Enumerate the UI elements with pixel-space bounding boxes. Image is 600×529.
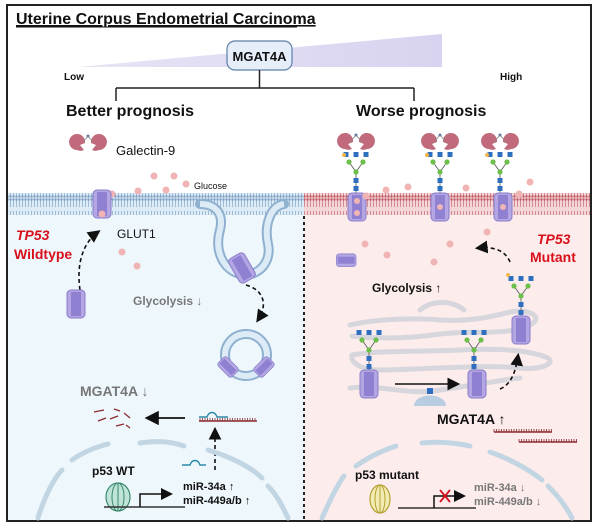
glycosylated-glut1-2	[425, 151, 453, 222]
mirna-icon	[182, 459, 206, 466]
better-prognosis-label: Better prognosis	[66, 103, 194, 120]
tp53-wildtype-gene: TP53	[16, 227, 50, 243]
left-nucleus-envelope	[35, 439, 291, 521]
p53-mutant-protein-icon	[369, 484, 391, 514]
mgat4a-gene-label: MGAT4A	[233, 49, 288, 64]
trafficked-glut1	[506, 273, 534, 345]
p53-mutant-label: p53 mutant	[355, 468, 419, 482]
right-nucleus-envelope	[319, 439, 575, 521]
glycosylated-glut1-3	[485, 151, 513, 222]
trafficking-arrow-to-membrane	[474, 240, 511, 263]
vesicle-glut1-icon-1	[336, 253, 357, 267]
golgi-exit-arrow	[499, 352, 523, 390]
worse-prognosis-label: Worse prognosis	[356, 103, 486, 120]
glut1-recycling-arrow	[78, 230, 101, 291]
p53-wt-label: p53 WT	[92, 464, 135, 478]
galectin-9-bound-2	[420, 132, 460, 151]
left-transcription-arrow	[139, 488, 173, 507]
right-mir449-label: miR-449a/b ↓	[474, 496, 541, 508]
cytoplasmic-glut1-icon	[66, 289, 86, 319]
left-mir34a-label: miR-34a ↑	[183, 481, 234, 493]
endocytic-vesicle	[220, 329, 272, 381]
blocked-cross-icon	[439, 489, 451, 503]
mgat4a-down-label: MGAT4A ↓	[80, 383, 148, 399]
branch-connector	[115, 70, 415, 101]
golgi-apparatus	[347, 300, 553, 395]
galectin-9-label: Galectin-9	[116, 143, 175, 158]
tp53-mutant-gene: TP53	[537, 231, 571, 247]
mgat4a-up-label: MGAT4A ↑	[437, 411, 505, 427]
left-cell-panel	[8, 204, 304, 520]
mgat4a-enzyme-icon	[414, 388, 446, 406]
glucose-dots-right	[361, 178, 534, 266]
low-label: Low	[64, 72, 84, 83]
glycolysis-up-label: Glycolysis ↑	[372, 281, 441, 295]
galectin-9-bound-1	[336, 132, 376, 151]
mrna-mirna-complex-icon	[199, 411, 257, 422]
tp53-mutant-status: Mutant	[530, 249, 576, 265]
endocytosis-arrow	[245, 284, 269, 323]
degraded-mrna-icon	[93, 408, 131, 429]
glycosylated-glut1-1	[342, 151, 369, 222]
diagram-title: Uterine Corpus Endometrial Carcinoma	[16, 11, 316, 28]
galectin-9-bound-3	[480, 132, 520, 151]
glucose-label: Glucose	[194, 181, 227, 191]
glycolysis-down-label: Glycolysis ↓	[133, 294, 202, 308]
right-mir34a-label: miR-34a ↓	[474, 482, 525, 494]
left-membrane	[8, 193, 304, 215]
tp53-wildtype-status: Wildtype	[14, 246, 72, 262]
high-label: High	[500, 72, 522, 83]
left-mir449-label: miR-449a/b ↑	[183, 495, 250, 507]
mgat4a-mrna-strands	[493, 429, 577, 443]
glucose-in-transporter	[98, 210, 106, 218]
galectin-9-icon	[68, 133, 108, 152]
glut1-label: GLUT1	[117, 227, 156, 241]
right-transcription-arrow-blocked	[433, 490, 466, 508]
